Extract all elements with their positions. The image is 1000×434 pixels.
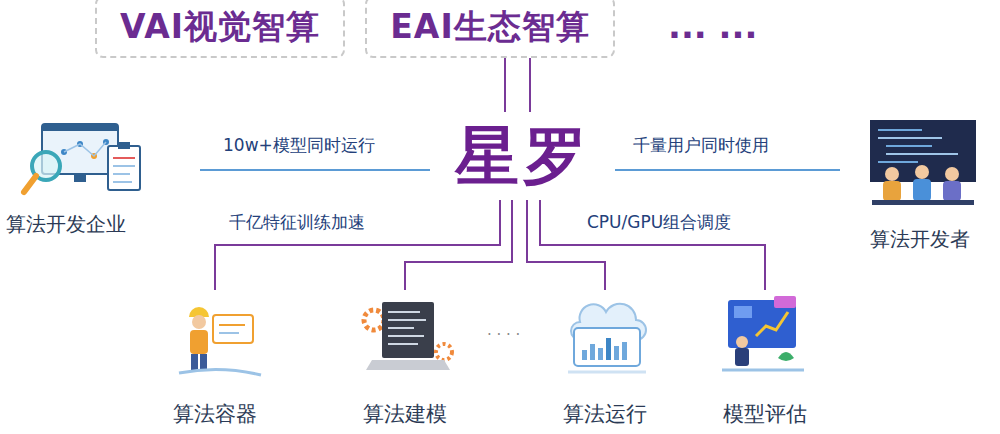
ellipsis-dots: · · · · [487, 326, 520, 344]
node-label: 算法运行 [563, 400, 647, 428]
node-label: 算法开发者 [870, 226, 970, 253]
worker-icon [179, 307, 261, 375]
node-label: VAI视觉智算 [120, 5, 320, 50]
connector-line [405, 200, 512, 290]
user-node: 算法开发企业 [0, 115, 200, 240]
people-icons [872, 165, 974, 205]
function-node: 算法运行 [525, 290, 685, 434]
function-node: 算法建模 [325, 290, 485, 434]
cloud-chart-icon [568, 304, 646, 372]
evaluation-illustration [718, 296, 808, 378]
magnifier-icon [24, 152, 60, 192]
edge-label: 千量用户同时使用 [630, 134, 772, 157]
ellipsis-text: ... ... [668, 6, 757, 46]
edge-label: 千亿特征训练加速 [226, 211, 368, 234]
container-illustration [175, 303, 265, 383]
node-label: 星罗 [455, 113, 591, 200]
node-label: 算法容器 [173, 400, 257, 428]
connector-line [540, 200, 765, 290]
code-screen [870, 120, 976, 182]
board-chart-icon [722, 296, 804, 370]
node-label: EAI生态智算 [390, 5, 589, 50]
user-node: 算法开发者 [840, 115, 1000, 255]
connector-line [504, 58, 506, 112]
hub-title: 星罗 [430, 112, 615, 200]
laptop-icon [364, 302, 452, 370]
connector-line [529, 58, 531, 112]
modelling-illustration [360, 298, 455, 384]
connector-line [200, 169, 430, 171]
running-illustration [562, 292, 652, 378]
function-node: 算法容器 [135, 290, 295, 434]
connector-line [615, 169, 840, 171]
node-label: 模型评估 [723, 400, 807, 428]
connector-line [215, 200, 500, 290]
node-label: 算法开发企业 [6, 211, 126, 238]
node-label: 算法建模 [363, 400, 447, 428]
clipboard-icon [108, 142, 140, 190]
edge-label: CPU/GPU组合调度 [584, 211, 734, 234]
edge-label: 10w+模型同时运行 [220, 134, 378, 157]
platform-box: EAI生态智算 [365, 0, 615, 58]
function-node: 模型评估 [685, 290, 845, 434]
platform-box: VAI视觉智算 [95, 0, 345, 58]
developers-illustration [862, 118, 982, 213]
enterprise-illustration [20, 118, 150, 200]
